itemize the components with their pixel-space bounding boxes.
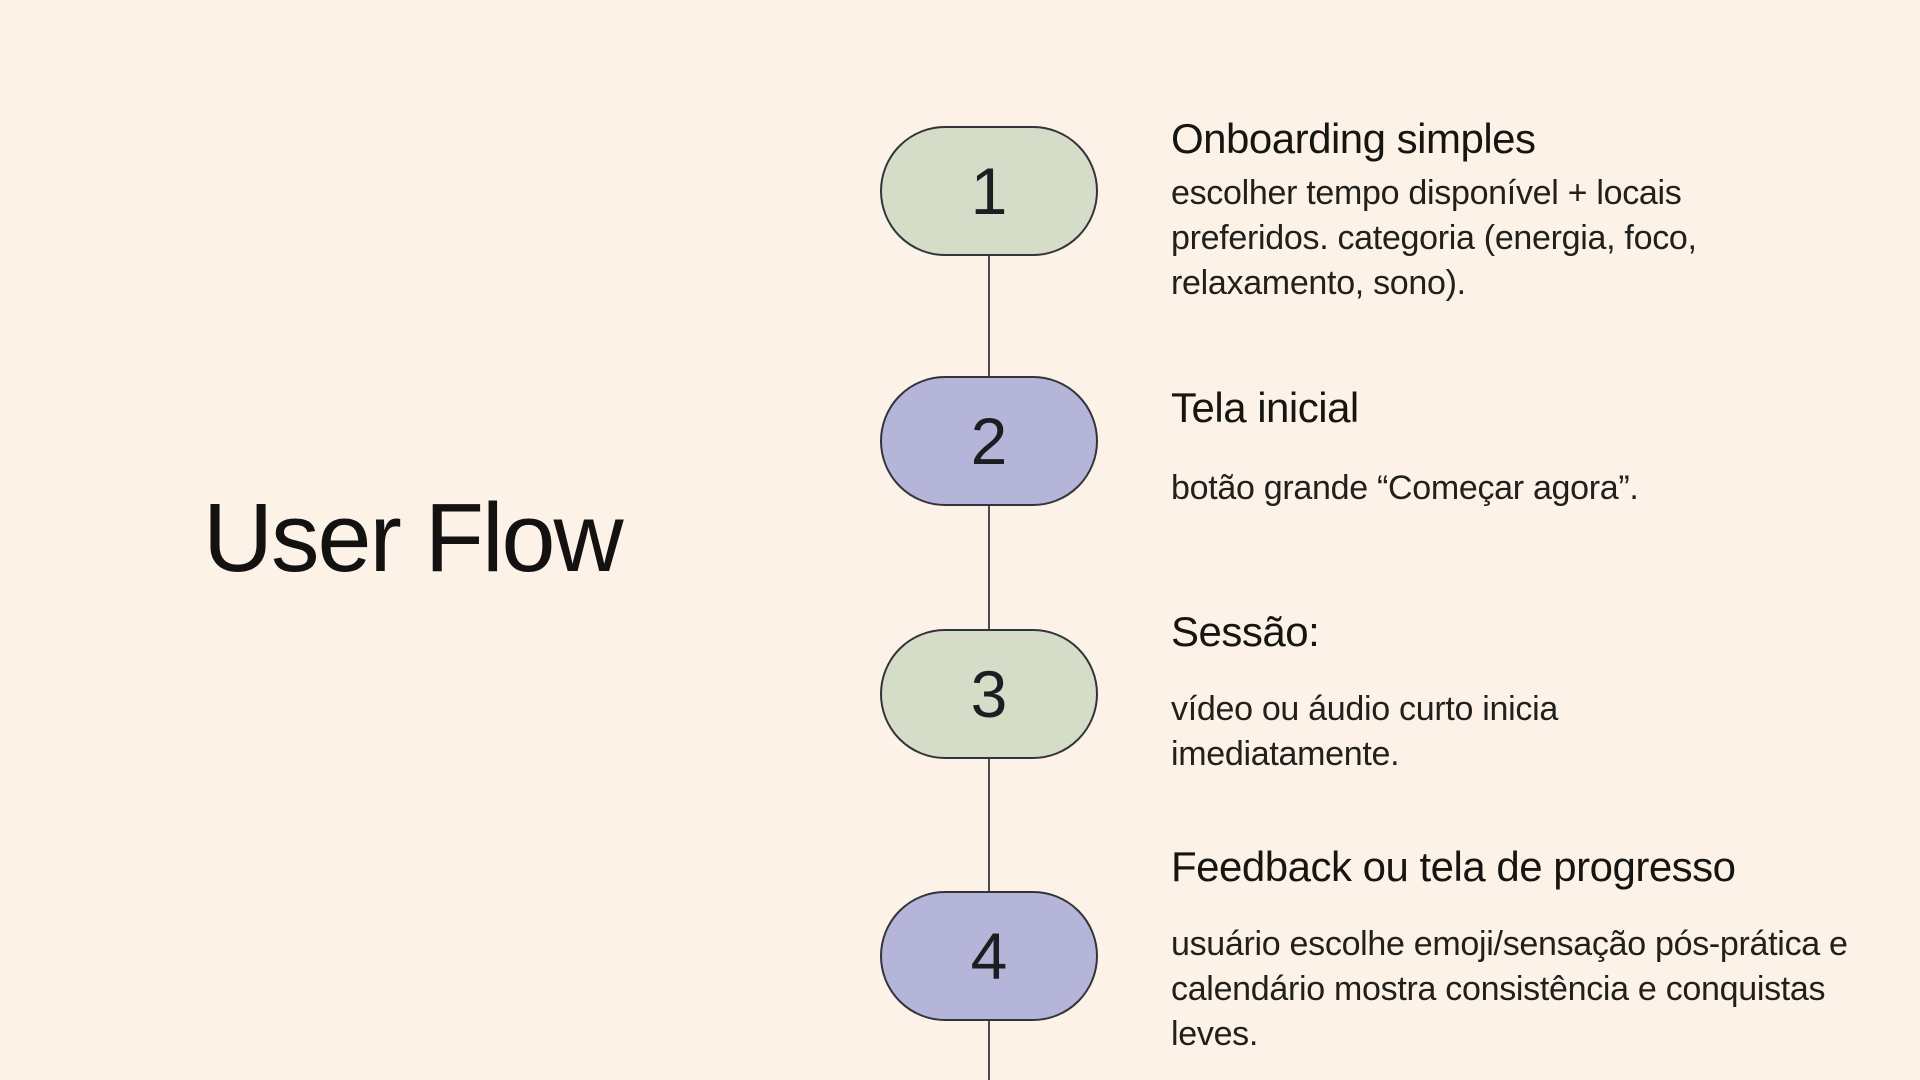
step-number: 3: [970, 657, 1008, 731]
step-2-title: Tela inicial: [1171, 384, 1359, 431]
step-number: 2: [970, 404, 1008, 478]
step-1-title: Onboarding simples: [1171, 115, 1536, 162]
step-2-description: botão grande “Começar agora”.: [1171, 469, 1639, 507]
step-3-description: vídeo ou áudio curto inicia imediatament…: [1171, 690, 1558, 773]
step-3-title: Sessão:: [1171, 608, 1320, 655]
step-number: 1: [970, 154, 1008, 228]
flow-node-step-4: 4: [880, 891, 1098, 1021]
flow-node-step-2: 2: [880, 376, 1098, 506]
step-4-title: Feedback ou tela de progresso: [1171, 843, 1736, 890]
step-number: 4: [970, 919, 1008, 993]
step-4-description: usuário escolhe emoji/sensação pós-práti…: [1171, 925, 1848, 1053]
flow-node-step-1: 1: [880, 126, 1098, 256]
step-1-description: escolher tempo disponível + locais prefe…: [1171, 174, 1697, 302]
flow-node-step-3: 3: [880, 629, 1098, 759]
page-title: User Flow: [203, 483, 624, 592]
